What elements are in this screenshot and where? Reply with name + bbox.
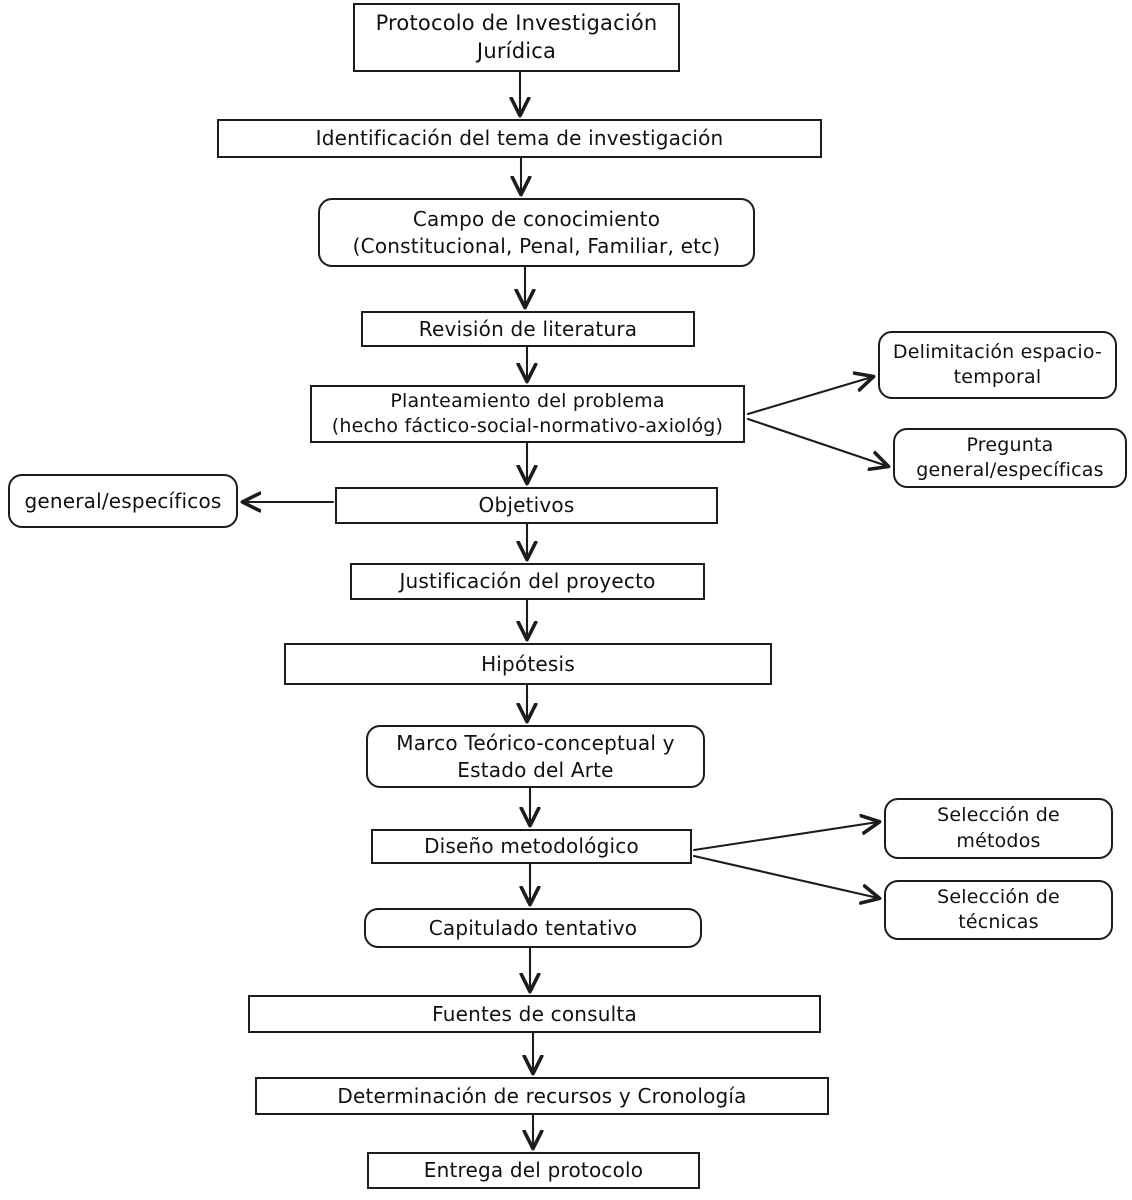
node-label-delimitacion: Delimitación espacio- temporal — [892, 340, 1103, 388]
node-label-identificacion: Identificación del tema de investigación — [315, 126, 724, 151]
node-fuentes[interactable]: Fuentes de consulta — [248, 995, 821, 1033]
edge-planteamiento-to-pregunta — [746, 417, 887, 466]
node-label-planteamiento: Planteamiento del problema (hecho fáctic… — [331, 389, 724, 437]
node-identificacion[interactable]: Identificación del tema de investigación — [217, 119, 822, 158]
node-label-tecnicas: Selección de técnicas — [937, 885, 1060, 933]
node-label-protocolo: Protocolo de Investigación Jurídica — [375, 10, 658, 63]
node-label-fuentes: Fuentes de consulta — [432, 1001, 637, 1026]
node-tecnicas[interactable]: Selección de técnicas — [884, 880, 1113, 940]
edge-diseno-to-metodos — [692, 822, 878, 852]
node-label-capitulado: Capitulado tentativo — [428, 915, 638, 940]
edge-diseno-to-tecnicas — [692, 854, 878, 898]
node-protocolo[interactable]: Protocolo de Investigación Jurídica — [353, 3, 680, 72]
node-label-diseno: Diseño metodológico — [424, 834, 639, 859]
edge-planteamiento-to-delimitacion — [746, 377, 872, 416]
node-capitulado[interactable]: Capitulado tentativo — [364, 908, 702, 948]
node-label-justificacion: Justificación del proyecto — [399, 569, 656, 594]
node-label-revision: Revisión de literatura — [418, 316, 638, 341]
node-determinacion[interactable]: Determinación de recursos y Cronología — [255, 1077, 829, 1115]
node-pregunta[interactable]: Pregunta general/específicas — [893, 428, 1127, 488]
node-label-campo: Campo de conocimiento (Constitucional, P… — [352, 207, 721, 258]
node-label-marco: Marco Teórico-conceptual y Estado del Ar… — [396, 731, 675, 782]
node-label-metodos: Selección de métodos — [937, 804, 1060, 852]
node-metodos[interactable]: Selección de métodos — [884, 798, 1113, 859]
node-hipotesis[interactable]: Hipótesis — [284, 643, 772, 685]
node-revision[interactable]: Revisión de literatura — [361, 311, 695, 347]
node-general-especificos[interactable]: general/específicos — [8, 474, 238, 528]
node-label-hipotesis: Hipótesis — [481, 651, 575, 676]
node-planteamiento[interactable]: Planteamiento del problema (hecho fáctic… — [310, 385, 745, 443]
node-label-objetivos: Objetivos — [478, 493, 575, 518]
node-justificacion[interactable]: Justificación del proyecto — [350, 563, 705, 600]
node-label-determinacion: Determinación de recursos y Cronología — [337, 1083, 747, 1108]
node-label-pregunta: Pregunta general/específicas — [916, 433, 1104, 481]
node-objetivos[interactable]: Objetivos — [335, 487, 718, 524]
node-entrega[interactable]: Entrega del protocolo — [367, 1152, 700, 1189]
node-diseno[interactable]: Diseño metodológico — [371, 829, 692, 864]
node-label-entrega: Entrega del protocolo — [423, 1158, 644, 1183]
node-marco[interactable]: Marco Teórico-conceptual y Estado del Ar… — [366, 725, 705, 788]
node-label-general-especificos: general/específicos — [24, 488, 222, 513]
node-delimitacion[interactable]: Delimitación espacio- temporal — [878, 331, 1117, 399]
node-campo[interactable]: Campo de conocimiento (Constitucional, P… — [318, 198, 755, 267]
